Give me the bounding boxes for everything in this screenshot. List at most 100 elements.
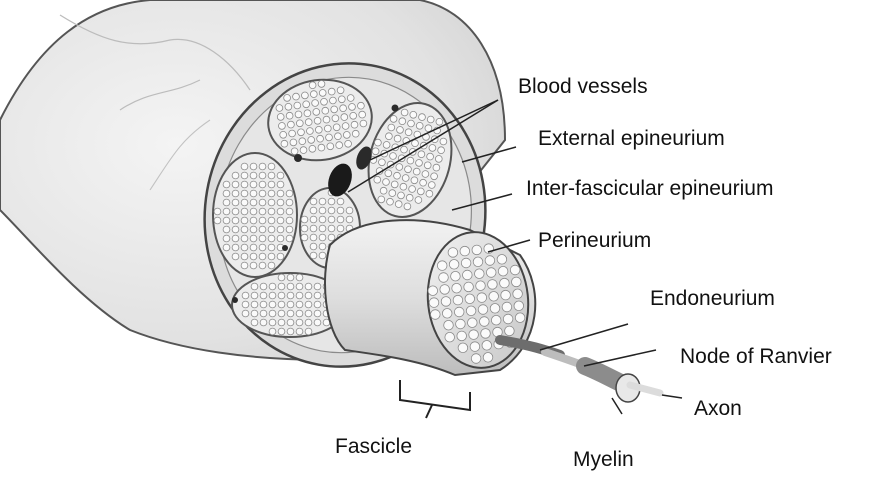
axon-dot xyxy=(310,216,317,223)
axon-dot xyxy=(241,262,248,269)
axon-dot xyxy=(287,310,294,317)
axon-dot xyxy=(397,126,404,133)
axon-dot xyxy=(310,207,317,214)
axon-dot xyxy=(301,234,308,241)
axon-dot xyxy=(232,172,239,179)
axon-dot xyxy=(328,216,335,223)
axon-dot xyxy=(269,319,276,326)
axon-dot xyxy=(401,109,408,116)
axon-dot xyxy=(301,225,308,232)
axon-dot xyxy=(269,292,276,299)
axon-dot xyxy=(478,305,488,315)
axon-dot xyxy=(305,292,312,299)
axon-dot xyxy=(232,181,239,188)
axon-dot xyxy=(288,121,295,128)
axon-dot xyxy=(336,142,343,149)
axon-dot xyxy=(277,172,284,179)
axon-dot xyxy=(259,244,266,251)
axon-dot xyxy=(314,310,321,317)
axon-dot xyxy=(317,135,324,142)
label-perineurium: Perineurium xyxy=(538,230,651,251)
label-interfascicular-epineurium: Inter-fascicular epineurium xyxy=(526,178,773,199)
axon-dot xyxy=(488,280,498,290)
leader-myelin xyxy=(612,398,622,414)
label-external-epineurium: External epineurium xyxy=(538,128,725,149)
axon-dot xyxy=(269,283,276,290)
axon-dot xyxy=(278,301,285,308)
leader-node-of-ranvier xyxy=(584,350,656,366)
axon-dot xyxy=(406,194,413,201)
axon-dot xyxy=(404,203,411,210)
axon-dot xyxy=(277,226,284,233)
axon-dot xyxy=(390,116,397,123)
axon-dot xyxy=(386,133,393,140)
axon-dot xyxy=(250,181,257,188)
axon-dot xyxy=(337,225,344,232)
axon-dot xyxy=(259,226,266,233)
axon-dot xyxy=(277,217,284,224)
axon-dot xyxy=(436,118,443,125)
axon-dot xyxy=(416,160,423,167)
axon-dot xyxy=(383,142,390,149)
axon-dot xyxy=(391,181,398,188)
axon-dot xyxy=(259,199,266,206)
axon-dot xyxy=(491,315,501,325)
fascicle-bracket xyxy=(400,380,470,410)
axon-dot xyxy=(407,157,414,164)
axon-dot xyxy=(388,124,395,131)
axon-dot xyxy=(314,292,321,299)
axon-dot xyxy=(293,93,300,100)
axon-dot xyxy=(420,179,427,186)
axon-dot xyxy=(223,190,230,197)
axon-dot xyxy=(456,319,466,329)
axon-dot xyxy=(350,112,357,119)
axon-dot xyxy=(483,353,493,363)
axon-dot xyxy=(250,163,257,170)
axon-dot xyxy=(250,262,257,269)
axon-dot xyxy=(338,96,345,103)
axon-dot xyxy=(301,216,308,223)
axon-dot xyxy=(514,301,524,311)
axon-dot xyxy=(287,319,294,326)
axon-dot xyxy=(472,245,482,255)
axon-dot xyxy=(291,148,298,155)
axon-dot xyxy=(427,153,434,160)
axon-dot xyxy=(399,118,406,125)
axon-dot xyxy=(409,186,416,193)
axon-dot xyxy=(277,114,284,121)
axon-dot xyxy=(319,216,326,223)
axon-dot xyxy=(308,137,315,144)
axon-dot xyxy=(422,171,429,178)
axon-dot xyxy=(251,319,258,326)
axon-dot xyxy=(328,88,335,95)
axon-dot xyxy=(250,226,257,233)
axon-dot xyxy=(419,114,426,121)
axon-dot xyxy=(500,278,510,288)
axon-dot xyxy=(378,196,385,203)
axon-dot xyxy=(340,105,347,112)
axon-dot xyxy=(296,283,303,290)
axon-dot xyxy=(287,283,294,290)
axon-dot xyxy=(232,235,239,242)
axon-dot xyxy=(394,172,401,179)
axon-dot xyxy=(250,190,257,197)
axon-dot xyxy=(310,234,317,241)
axon-dot xyxy=(485,256,495,266)
leader-endoneurium xyxy=(540,324,628,350)
axon-dot xyxy=(428,182,435,189)
axon-dot xyxy=(383,179,390,186)
vessel-dot xyxy=(392,105,399,112)
axon-dot xyxy=(296,328,303,335)
axon-dot xyxy=(309,145,316,152)
axon-dot xyxy=(268,190,275,197)
axon-dot xyxy=(385,170,392,177)
axon-dot xyxy=(451,271,461,281)
vessel-dot xyxy=(294,154,302,162)
axon-dot xyxy=(278,310,285,317)
axon-dot xyxy=(476,281,486,291)
axon-dot xyxy=(250,172,257,179)
axon-dot xyxy=(286,226,293,233)
axon-dot xyxy=(305,283,312,290)
axon-dot xyxy=(232,190,239,197)
